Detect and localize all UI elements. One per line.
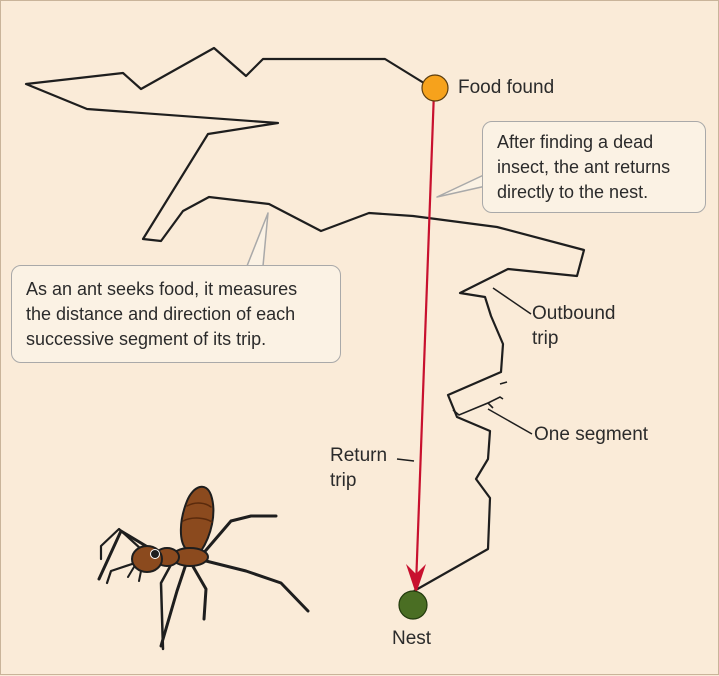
outbound-trip-label: Outbound trip xyxy=(532,301,615,351)
one-segment-label: One segment xyxy=(534,424,649,445)
return-callout-tail xyxy=(436,172,489,198)
segment-leader xyxy=(487,408,533,435)
outbound-trip-line-2: trip xyxy=(532,328,559,349)
return-leader xyxy=(396,458,415,462)
seek-callout-line-1: As an ant seeks food, it measures xyxy=(26,279,298,299)
seek-callout: As an ant seeks food, it measures the di… xyxy=(11,265,341,363)
seek-callout-line-3: successive segment of its trip. xyxy=(26,329,267,349)
return-callout-line-2: insect, the ant returns xyxy=(497,157,671,177)
seek-callout-tail xyxy=(246,212,269,267)
seek-callout-line-2: the distance and direction of each xyxy=(26,304,296,324)
return-trip-line-1: Return xyxy=(330,445,388,466)
food-dot-icon xyxy=(421,74,449,102)
outbound-leader xyxy=(492,287,532,315)
outbound-path xyxy=(24,46,586,592)
return-callout-line-1: After finding a dead xyxy=(497,132,654,152)
ant-illustration xyxy=(97,485,310,651)
return-arrow-line xyxy=(414,90,436,587)
return-trip-label: Return trip xyxy=(330,443,387,493)
segment-bracket xyxy=(452,381,508,416)
return-arrowhead-icon xyxy=(406,564,426,594)
return-callout-line-3: directly to the nest. xyxy=(497,182,649,202)
outbound-trip-line-1: Outbound xyxy=(532,303,616,324)
return-trip-line-2: trip xyxy=(330,470,357,491)
nest-dot-icon xyxy=(398,590,428,620)
food-found-label: Food found xyxy=(458,77,555,98)
nest-label: Nest xyxy=(392,628,432,649)
return-callout: After finding a dead insect, the ant ret… xyxy=(482,121,706,213)
